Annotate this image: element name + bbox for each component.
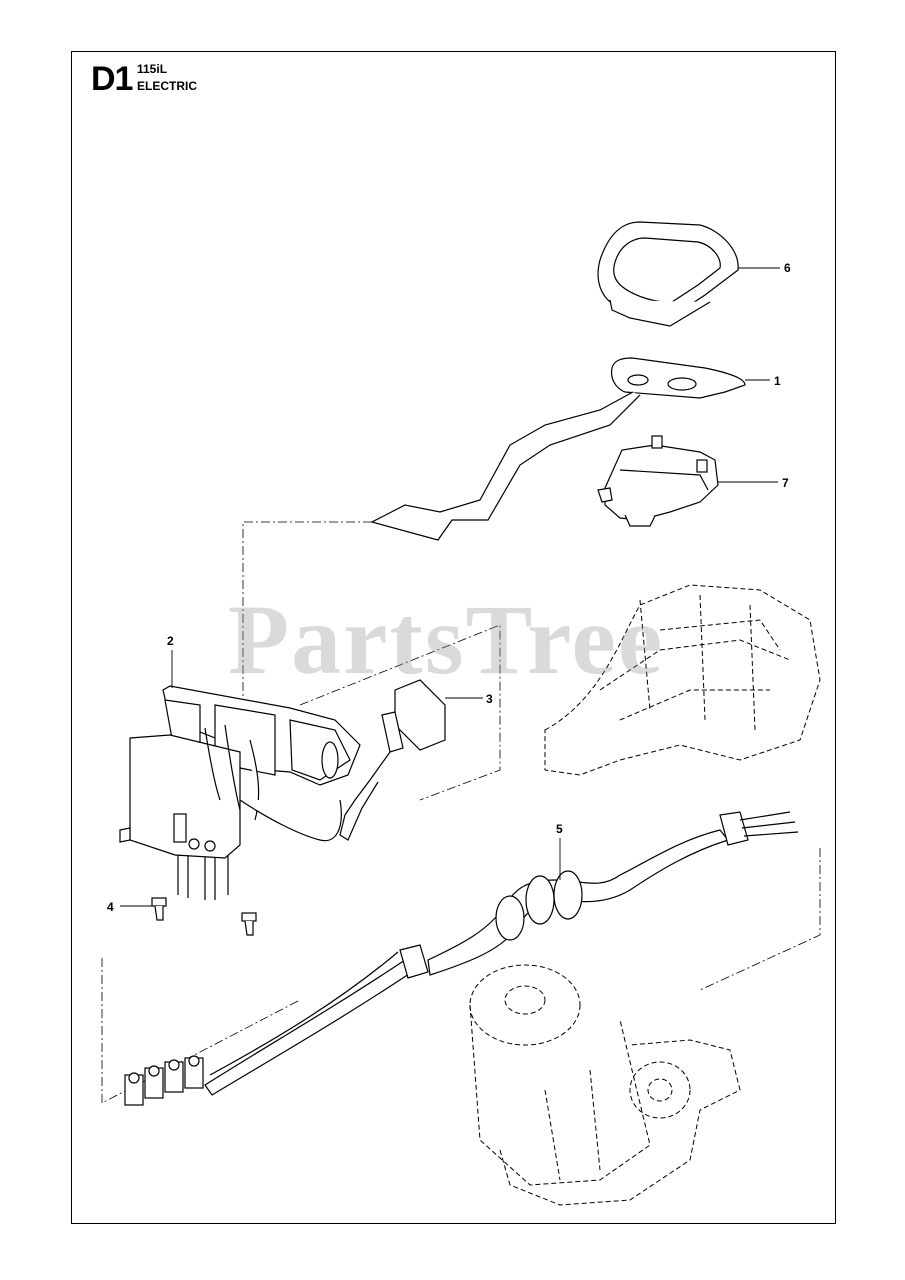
callout-5[interactable]: 5 [556,822,563,836]
callout-7[interactable]: 7 [782,476,789,490]
page-code: D1 [91,60,133,98]
model-name: 115iL [137,62,168,76]
part-2-circuit-board [119,685,361,900]
ghost-motor [469,964,741,1206]
section-subtitle: ELECTRIC [137,79,197,93]
part-4-screw-a [151,897,167,921]
harness-guide-box [101,958,301,1104]
callout-4[interactable]: 4 [107,900,114,914]
callout-2[interactable]: 2 [167,634,174,648]
ghost-handle-housing [544,584,821,776]
callout-1[interactable]: 1 [774,374,781,388]
part-7-keypad-holder [597,435,719,527]
part-4-screw-b [241,912,257,936]
part-1-keypad-membrane [370,357,746,541]
part-5-cable-harness [124,811,799,1106]
board-guide-box [299,624,501,801]
part-3-micro-switch [339,679,446,841]
board-guide-line [242,521,372,708]
part-6-keypad-frame [597,221,739,327]
callout-3[interactable]: 3 [486,692,493,706]
harness-guide-right [699,848,821,991]
callout-6[interactable]: 6 [784,261,791,275]
diagram-frame [71,51,836,1224]
